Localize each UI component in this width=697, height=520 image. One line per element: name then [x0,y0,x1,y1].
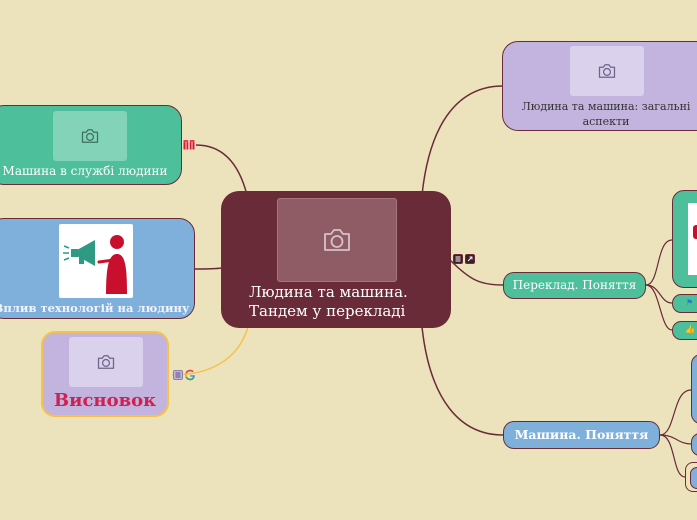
translation-subtopic-3[interactable] [672,321,697,340]
notes-icon[interactable] [173,370,183,380]
connector-aspects [421,85,504,196]
thumbs-up-icon: 👍 [685,325,695,334]
connector-mc-child1 [659,389,692,436]
topic-general-aspects[interactable]: Людина та машина: загальні аспекти [502,41,697,131]
topic-translation-concept[interactable]: Переклад. Поняття [503,272,646,299]
camera-icon [324,229,350,251]
connector-tr-child1 [645,239,673,286]
connector-mc-child3 [659,434,686,478]
impact-image [59,224,133,298]
camera-icon [598,64,616,78]
camera-icon [97,355,115,369]
subtopic-image [688,203,697,275]
connector-conclusion [171,326,249,376]
aspects-image-placeholder [570,46,644,96]
connector-translation [449,259,504,286]
service-image-placeholder [53,111,127,161]
connector-tr-child2 [645,284,673,304]
central-image-placeholder [277,198,397,282]
central-title: Людина та машина. Тандем у перекладі [221,283,451,321]
gift-icon[interactable] [183,139,195,150]
connector-tr-child3 [645,284,673,331]
connector-service [195,144,248,196]
topic-machine-in-service[interactable]: Машина в службі людини [0,105,182,185]
translation-subtopic-image[interactable] [672,190,697,288]
google-icon[interactable] [184,369,196,381]
machine-label: Машина. Поняття [514,427,649,442]
service-label: Машина в службі людини [2,164,168,178]
link-icon[interactable] [465,254,475,264]
subtopic-image-mark [693,225,697,239]
flag-icon: ⚑ [686,298,694,307]
machine-subtopic-1[interactable] [691,354,697,424]
megaphone-person-icon [63,235,127,294]
translation-label: Переклад. Поняття [512,278,637,292]
connector-impact [194,267,223,270]
machine-subtopic-3[interactable] [685,462,697,492]
aspects-label: Людина та машина: загальні аспекти [521,100,691,128]
central-title-line1: Людина та машина. [249,283,408,301]
notes-icon[interactable] [453,254,463,264]
central-topic[interactable]: Людина та машина. Тандем у перекладі [221,191,451,328]
topic-machine-concept[interactable]: Машина. Поняття [503,421,660,449]
central-title-line2: Тандем у перекладі [249,302,406,320]
topic-technology-impact[interactable]: Вплив технологій на людину [0,218,195,319]
topic-conclusion[interactable]: Висновок [41,331,169,417]
camera-icon [81,129,99,143]
impact-label: Вплив технологій на людину [0,301,190,315]
machine-subtopic-3-inner [690,467,697,489]
translation-subtopic-2[interactable] [672,294,697,313]
connector-machine [421,326,504,436]
conclusion-label: Висновок [53,390,157,411]
conclusion-image-placeholder [69,337,143,387]
